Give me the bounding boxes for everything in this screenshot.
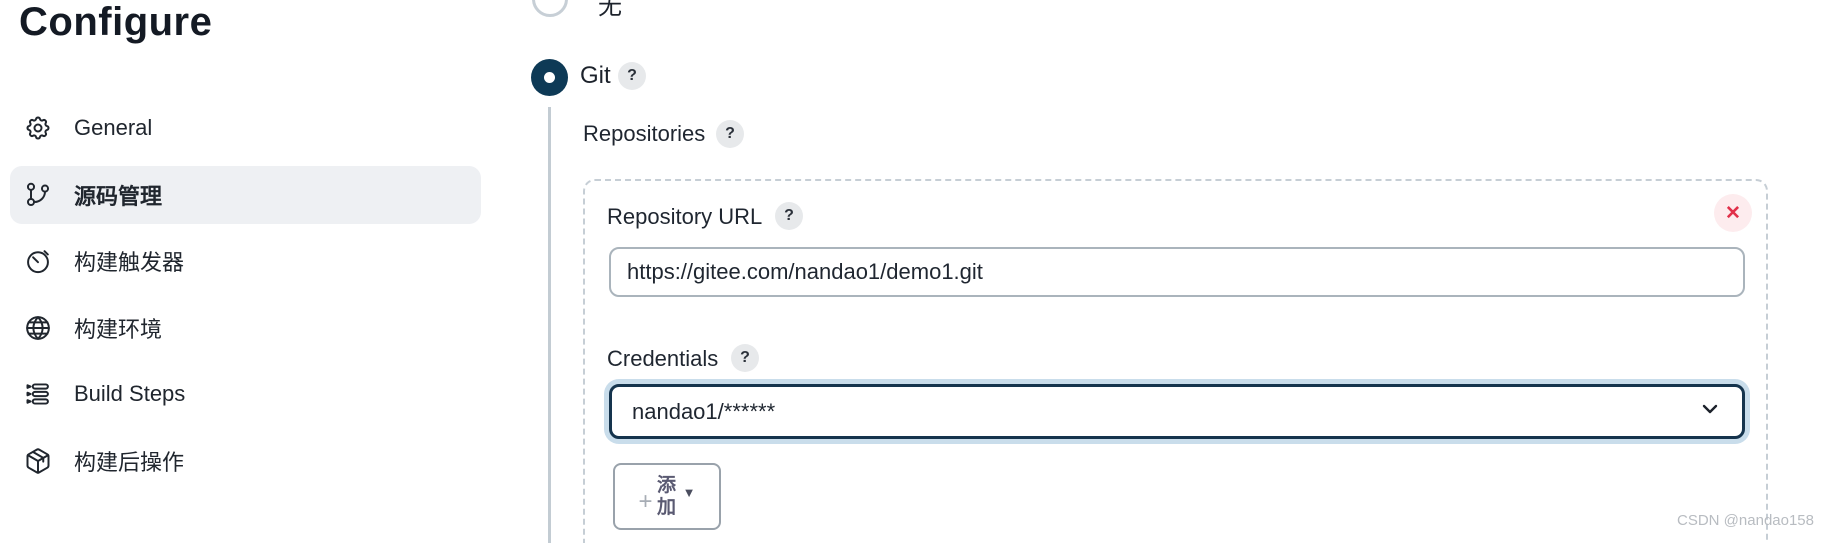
sidebar-item-build-triggers[interactable]: 构建触发器 (10, 232, 481, 290)
sidebar-item-build-environment[interactable]: 构建环境 (10, 299, 481, 357)
clock-icon (24, 247, 52, 275)
delete-repository-button[interactable]: ✕ (1714, 194, 1752, 232)
sidebar-item-label: 构建后操作 (74, 450, 185, 475)
sidebar-item-label: General (74, 115, 153, 140)
scm-none-label[interactable]: 无 (598, 0, 622, 20)
globe-icon (24, 314, 52, 342)
section-indent-line (548, 107, 551, 543)
watermark-text: CSDN @nandao158 (1677, 512, 1814, 529)
repository-url-input[interactable] (609, 247, 1745, 297)
credentials-label: Credentials (607, 346, 719, 371)
repository-url-help-icon[interactable]: ? (775, 202, 803, 230)
credentials-select[interactable]: nandao1/****** (609, 384, 1745, 439)
scm-none-radio[interactable] (532, 0, 568, 17)
repository-block (583, 179, 1768, 543)
list-icon (24, 380, 52, 408)
git-branch-icon (24, 181, 52, 209)
credentials-selected-value: nandao1/****** (632, 398, 776, 424)
scm-git-label[interactable]: Git (580, 62, 611, 89)
sidebar-item-general[interactable]: General (10, 99, 481, 157)
sidebar-item-label: Build Steps (74, 381, 186, 406)
gear-icon (24, 114, 52, 142)
repository-url-label: Repository URL (607, 204, 763, 229)
page-title: Configure (19, 0, 213, 44)
git-help-icon[interactable]: ? (618, 62, 646, 90)
scm-git-radio[interactable] (531, 59, 568, 96)
sidebar-item-build-steps[interactable]: Build Steps (10, 365, 481, 423)
add-credentials-button[interactable]: + 添加 ▼ (613, 463, 721, 530)
sidebar-item-label: 构建环境 (74, 317, 163, 342)
sidebar-item-source-code-management[interactable]: 源码管理 (10, 166, 481, 224)
plus-icon: + (638, 487, 653, 515)
close-icon: ✕ (1725, 202, 1741, 224)
package-icon (24, 447, 52, 475)
sidebar-item-post-build-actions[interactable]: 构建后操作 (10, 432, 481, 490)
sidebar-item-label: 源码管理 (74, 184, 163, 209)
caret-down-icon: ▼ (682, 485, 696, 500)
credentials-help-icon[interactable]: ? (731, 344, 759, 372)
sidebar-item-label: 构建触发器 (74, 250, 185, 275)
repositories-help-icon[interactable]: ? (716, 120, 744, 148)
chevron-down-icon (1698, 397, 1722, 427)
add-button-label: 添加 (657, 474, 677, 518)
repositories-label: Repositories (583, 121, 706, 146)
